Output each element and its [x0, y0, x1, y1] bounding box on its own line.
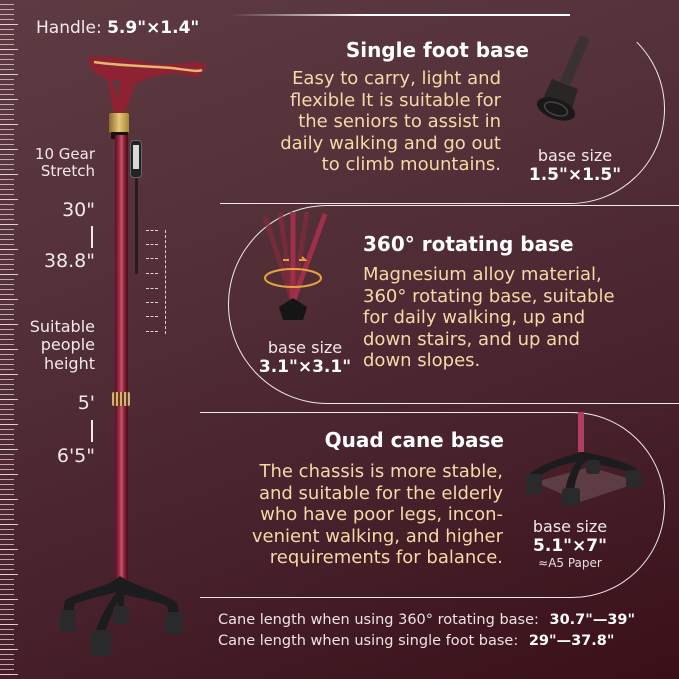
cane-handle-image	[88, 56, 206, 116]
handle-size-label: Handle: 5.9"×1.4"	[36, 18, 199, 38]
rotating-base-size: base size 3.1"×3.1"	[250, 338, 360, 377]
desc-line: The chassis is more stable,	[259, 461, 503, 482]
desc-line: daily walking and go out	[280, 132, 501, 154]
single-foot-frame-topline	[230, 14, 570, 16]
ruler-major-ticks	[0, 0, 18, 679]
cane-shaft	[115, 135, 128, 585]
size-value: 1.5"×1.5"	[528, 165, 622, 186]
desc-line: Magnesium alloy material,	[363, 264, 602, 285]
stretch-max: 38.8"	[43, 250, 95, 272]
quad-base-title: Quad cane base	[324, 428, 504, 452]
desc-line: requirements for balance.	[269, 547, 503, 569]
gear-stretch-label: 10 Gear Stretch	[34, 145, 95, 181]
handle-size-value: 5.9"×1.4"	[107, 18, 200, 38]
quad-base-image	[526, 412, 642, 506]
cane-quad-base-image	[60, 576, 183, 656]
suitable-line-3: height	[44, 353, 95, 373]
single-foot-title: Single foot base	[345, 38, 529, 62]
suitable-height-label: Suitable people height	[29, 317, 95, 373]
cane-length-value: 30.7"—39"	[549, 612, 636, 628]
cane-gold-collar	[109, 113, 129, 133]
rotating-base-description: Magnesium alloy material, 360° rotating …	[363, 264, 615, 372]
handle-label-text: Handle:	[36, 18, 102, 38]
desc-line: 360° rotating base, suitable	[363, 285, 615, 307]
stretch-min: 30"	[62, 199, 95, 221]
gear-line-1: 10 Gear	[34, 145, 95, 163]
size-value: 5.1"×7"	[533, 536, 607, 557]
rotating-base-image	[262, 212, 328, 320]
wrist-strap	[135, 178, 138, 274]
desc-line: the seniors to assist in	[298, 111, 501, 133]
desc-line: and suitable for the elderly	[258, 482, 503, 504]
single-foot-description: Easy to carry, light and flexible It is …	[280, 68, 501, 176]
cane-adjust-collar	[112, 392, 130, 406]
height-min: 5'	[77, 392, 95, 414]
single-foot-tip-image	[536, 35, 590, 121]
cane-length-value: 29"—37.8"	[528, 633, 615, 649]
rotating-base-frame	[228, 205, 679, 404]
single-foot-size: base size 1.5"×1.5"	[520, 146, 630, 185]
cane-length-label: Cane length when using single foot base:	[218, 633, 519, 649]
cane-length-single-foot: Cane length when using single foot base:…	[218, 633, 614, 649]
quad-base-size: base size 5.1"×7" ≈A5 Paper	[520, 517, 620, 570]
desc-line: to climb mountains.	[321, 154, 501, 176]
stretch-range-bar	[91, 226, 93, 248]
desc-line: who have poor legs, incon-	[260, 504, 503, 526]
desc-line: Easy to carry, light and	[292, 68, 501, 89]
size-label: base size	[532, 517, 608, 536]
cane-length-label: Cane length when using 360° rotating bas…	[218, 612, 539, 628]
desc-line: for daily walking, up and	[363, 307, 586, 329]
size-value: 3.1"×3.1"	[258, 357, 352, 378]
height-range-bar	[91, 420, 93, 442]
size-note: ≈A5 Paper	[538, 556, 602, 571]
gear-line-2: Stretch	[40, 162, 95, 181]
desc-line: down slopes.	[363, 350, 481, 372]
cane-length-rotating: Cane length when using 360° rotating bas…	[218, 612, 635, 628]
gear-notch-markers	[146, 230, 166, 334]
size-label: base size	[537, 146, 613, 165]
desc-line: down stairs, and up and	[363, 328, 580, 350]
size-label: base size	[267, 338, 343, 357]
desc-line: venient walking, and higher	[251, 525, 503, 547]
quad-base-frame	[200, 412, 665, 598]
key-tag-label	[133, 145, 139, 169]
suitable-line-1: Suitable	[29, 317, 95, 336]
rotating-base-title: 360° rotating base	[363, 232, 574, 256]
quad-base-description: The chassis is more stable, and suitable…	[252, 461, 503, 569]
suitable-line-2: people	[40, 335, 95, 355]
single-foot-frame	[220, 14, 665, 204]
desc-line: flexible It is suitable for	[289, 89, 501, 111]
height-max: 6'5"	[56, 445, 95, 467]
